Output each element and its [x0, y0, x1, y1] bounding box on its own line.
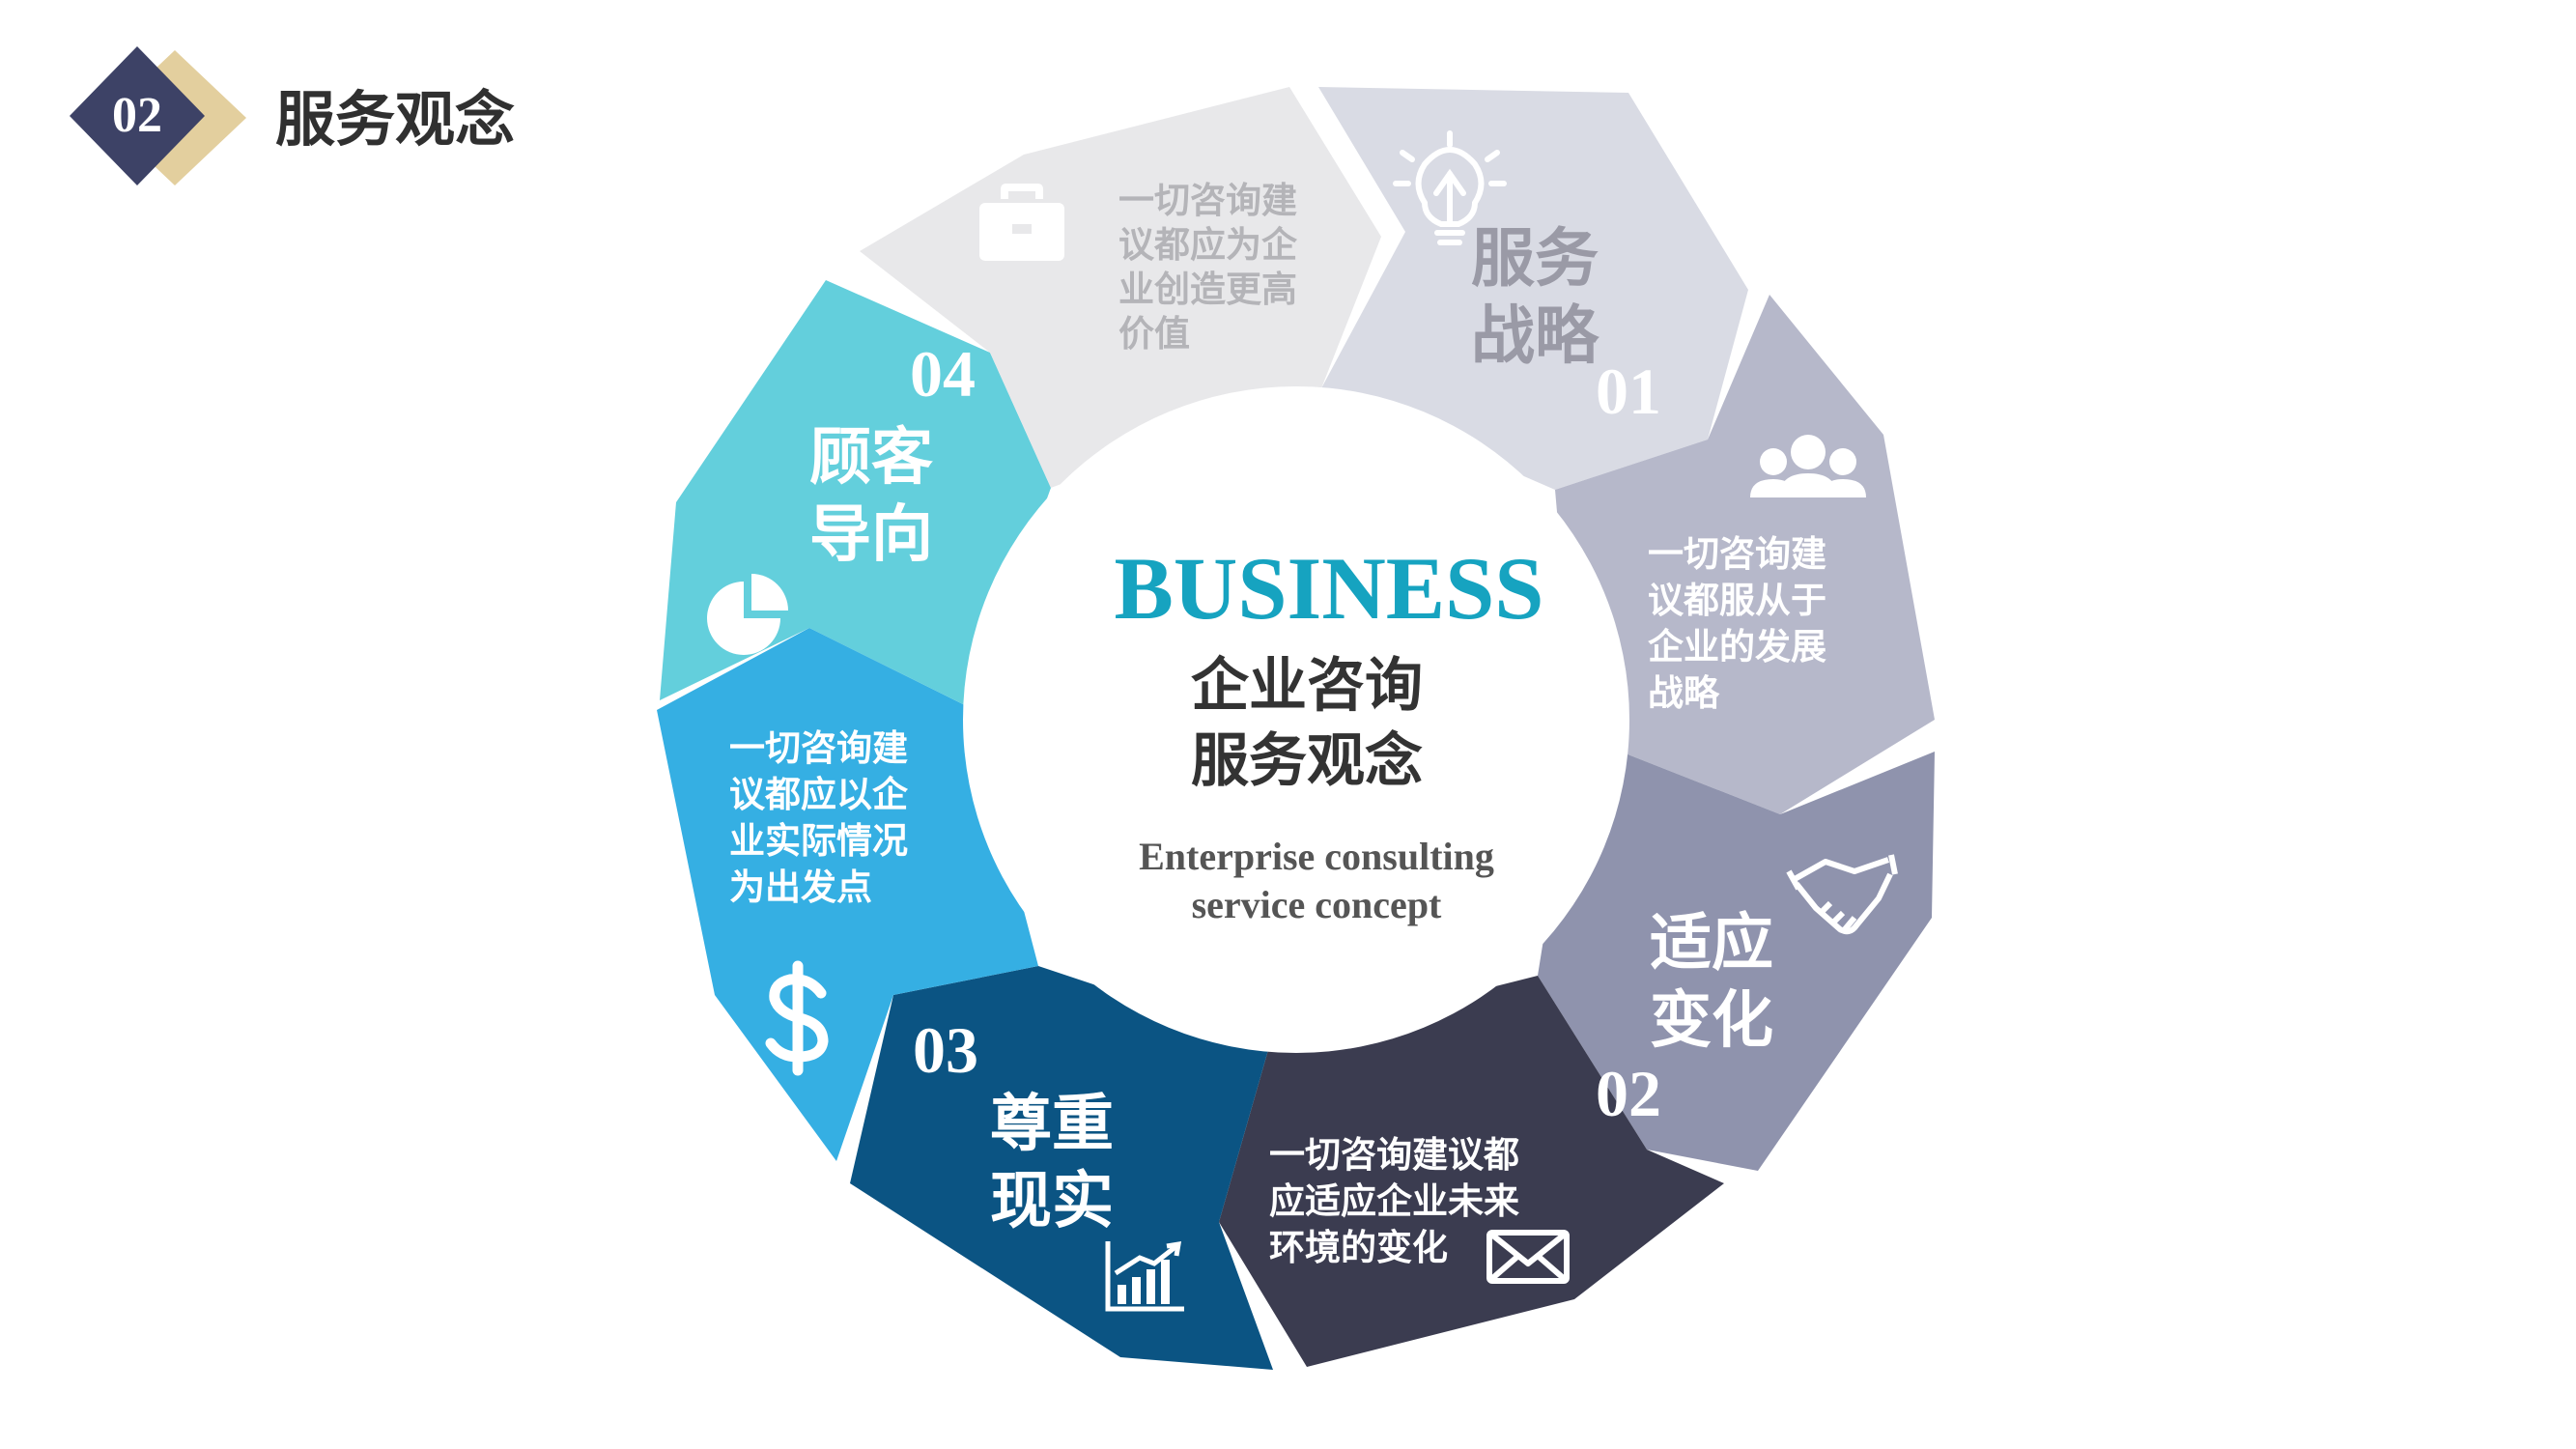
reality-desc-line1: 一切咨询建	[729, 727, 908, 769]
adapt-desc-line3: 环境的变化	[1269, 1227, 1448, 1268]
adapt-desc-line1: 一切咨询建议都	[1269, 1134, 1519, 1176]
strategy-desc-line3: 企业的发展	[1648, 626, 1826, 668]
customer-desc-line2: 议都应为企	[1118, 224, 1298, 266]
center-title: BUSINESS	[1115, 539, 1544, 638]
reality-desc-line4: 为出发点	[729, 867, 872, 908]
reality-heading-line2: 现实	[990, 1166, 1114, 1237]
badge-dark-diamond	[70, 46, 205, 185]
reality-desc-line2: 议都应以企	[729, 774, 909, 815]
segment-adapt-title	[1538, 734, 1935, 1171]
center-english-line2: service concept	[1192, 883, 1442, 926]
adapt-heading-line2: 变化	[1650, 985, 1773, 1057]
strategy-heading-line1: 服务	[1471, 221, 1599, 296]
lightbulb-icon	[1393, 130, 1507, 245]
segment-adapt-desc	[1219, 976, 1724, 1367]
pie-chart-icon	[707, 574, 788, 655]
strategy-desc-line1: 一切咨询建	[1648, 533, 1826, 575]
strategy-desc-line2: 议都服从于	[1648, 580, 1826, 621]
strategy-number: 01	[1596, 355, 1661, 428]
center-subtitle-line1: 企业咨询	[1191, 652, 1423, 720]
reality-heading-line1: 尊重	[990, 1089, 1114, 1160]
reality-desc-line3: 业实际情况	[729, 820, 908, 862]
segment-strategy-title	[1318, 87, 1748, 490]
page-title: 服务观念	[275, 84, 515, 155]
adapt-desc-line2: 应适应企业未来	[1269, 1180, 1519, 1222]
adapt-number: 02	[1596, 1057, 1661, 1130]
customer-heading-line1: 顾客	[809, 422, 933, 494]
reality-number: 03	[913, 1013, 978, 1087]
handshake-icon	[1786, 854, 1898, 935]
badge-number: 02	[112, 88, 162, 143]
customer-desc-line3: 业创造更高	[1118, 269, 1297, 310]
strategy-desc-line4: 战略	[1648, 672, 1720, 714]
header-badge: 02	[70, 46, 246, 185]
customer-desc-line1: 一切咨询建	[1118, 180, 1297, 221]
growth-chart-icon	[1105, 1240, 1184, 1312]
segment-customer-desc	[860, 87, 1381, 488]
adapt-heading-line1: 适应	[1650, 908, 1773, 980]
center-english-line1: Enterprise consulting	[1139, 835, 1494, 878]
group-icon	[1750, 435, 1866, 497]
center-subtitle-line2: 服务观念	[1191, 727, 1423, 795]
briefcase-icon	[979, 184, 1064, 261]
envelope-icon	[1486, 1230, 1570, 1284]
dollar-icon	[765, 960, 829, 1076]
strategy-heading-line2: 战略	[1471, 298, 1599, 373]
customer-heading-line2: 导向	[809, 499, 933, 571]
customer-number: 04	[910, 337, 976, 411]
segment-strategy-desc	[1555, 295, 1935, 814]
center-circle	[963, 386, 1629, 1053]
cycle-ring	[657, 87, 1935, 1370]
customer-desc-line4: 价值	[1118, 313, 1190, 355]
segment-reality-desc	[657, 628, 1038, 1161]
